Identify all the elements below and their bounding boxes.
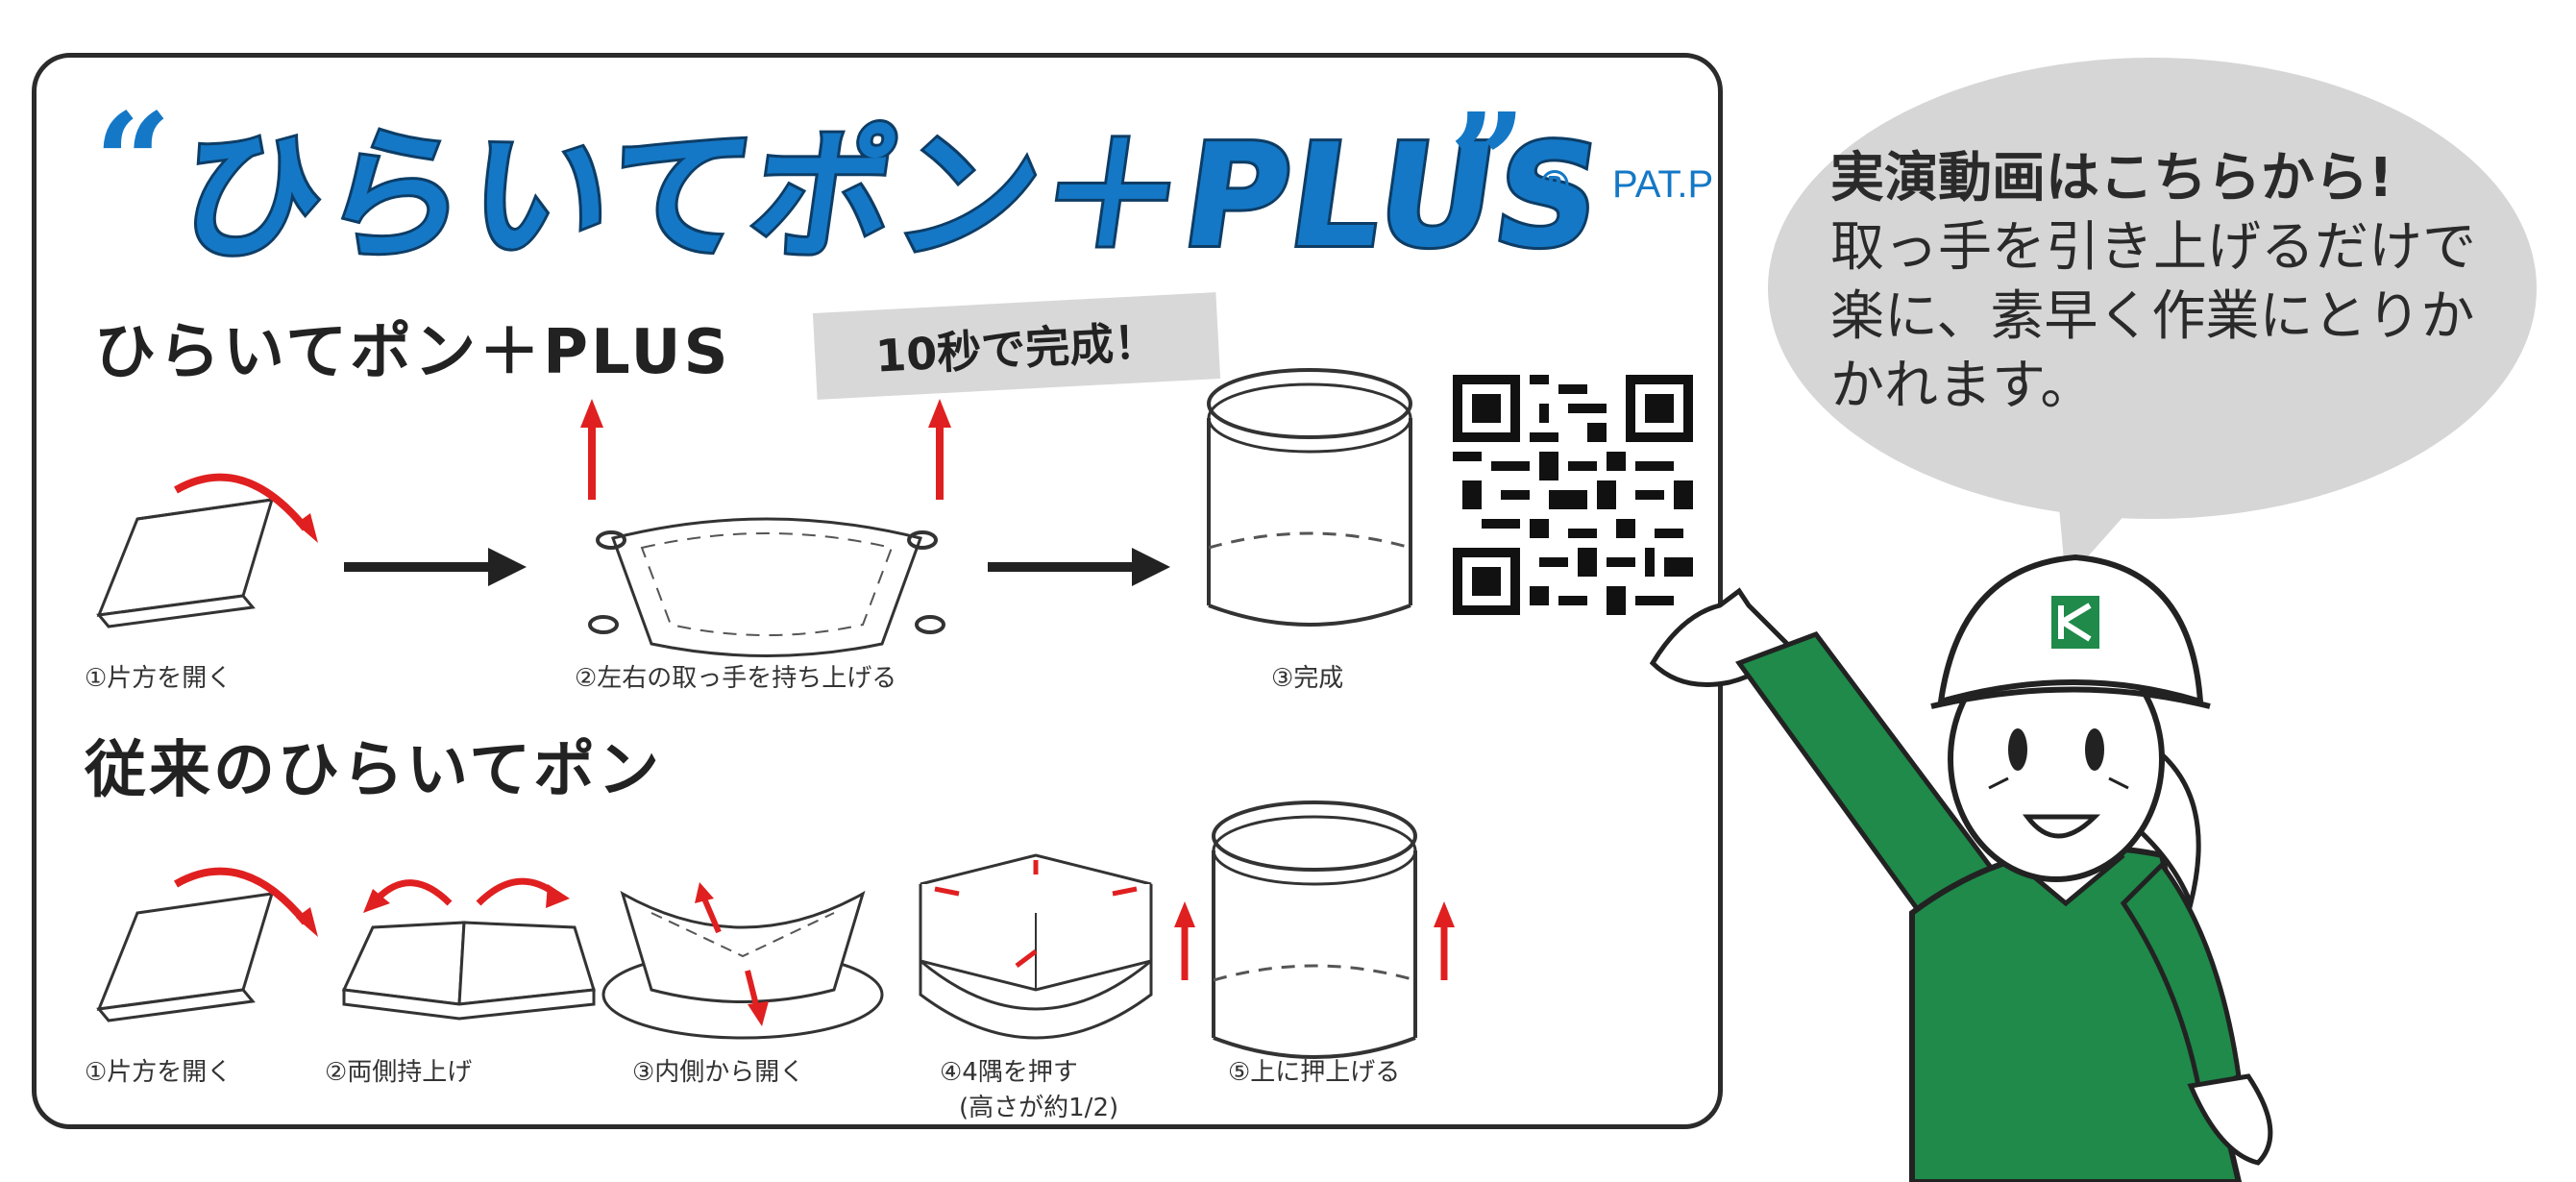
legacy-lift-sides-illustration xyxy=(341,877,596,1021)
legacy-push-up-illustration xyxy=(1174,800,1455,1059)
bubble-line-2: 取っ手を引き上げるだけで xyxy=(1830,216,2476,279)
legacy-press-corners-illustration xyxy=(919,853,1153,1040)
registered-mark: ® xyxy=(1535,163,1574,208)
bubble-line-4: かれます。 xyxy=(1830,355,2095,417)
legacy-open-inside-illustration xyxy=(601,882,884,1040)
title-row: “ ひらいてポン＋PLUS ” ® PAT.P xyxy=(94,85,1713,288)
completed-bag-illustration xyxy=(1207,368,1412,627)
legacy-heading: 従来のひらいてポン xyxy=(85,735,663,806)
badge-text: 10秒で完成！ xyxy=(873,315,1160,382)
legacy-step-4-note: (高さが約1/2) xyxy=(959,1094,1119,1122)
bubble-text: 実演動画はこちらから! 取っ手を引き上げるだけで 楽に、素早く作業にとりか かれ… xyxy=(1830,144,2522,421)
qr-code-icon[interactable] xyxy=(1453,375,1693,615)
bag-handles-illustration xyxy=(580,399,951,657)
ten-second-badge: 10秒で完成！ xyxy=(812,292,1221,400)
plus-step-1-label: ①片方を開く xyxy=(85,664,233,693)
folded-bag-illustration xyxy=(96,473,318,628)
legacy-step-4-label: ④4隅を押す xyxy=(940,1058,1078,1087)
bubble-line-3: 楽に、素早く作業にとりか xyxy=(1830,285,2475,348)
legacy-step-3-label: ③内側から開く xyxy=(632,1058,805,1087)
legacy-step-5-label: ⑤上に押上げる xyxy=(1228,1058,1401,1087)
plus-step-2-label: ②左右の取っ手を持ち上げる xyxy=(575,664,897,693)
title-open-quote: “ xyxy=(94,85,172,242)
title-close-quote: ” xyxy=(1449,85,1527,242)
bubble-line-1[interactable]: 実演動画はこちらから! xyxy=(1830,147,2393,209)
flow-arrow-1 xyxy=(344,548,527,586)
product-title: ひらいてポン＋PLUS xyxy=(166,111,1615,282)
worker-character-illustration xyxy=(1649,554,2273,1182)
plus-heading: ひらいてポン＋PLUS xyxy=(94,317,731,388)
legacy-step-2-label: ②両側持上げ xyxy=(325,1058,473,1087)
patent-pending: PAT.P xyxy=(1612,163,1714,206)
plus-step-3-label: ③完成 xyxy=(1271,664,1344,693)
flow-arrow-2 xyxy=(988,548,1170,586)
legacy-step-1-label: ①片方を開く xyxy=(85,1058,233,1087)
product-panel: “ ひらいてポン＋PLUS ” ® PAT.P ひらいてポン＋PLUS 10秒で… xyxy=(32,53,1723,1129)
legacy-folded-bag-illustration xyxy=(96,867,318,1022)
